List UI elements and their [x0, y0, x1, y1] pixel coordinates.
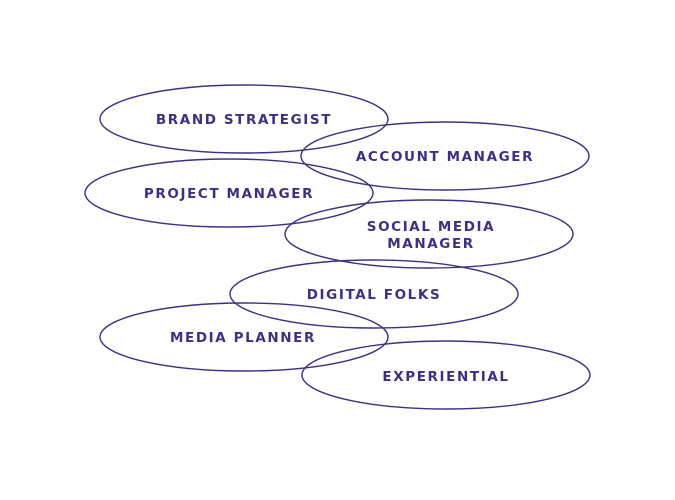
- role-brand-strategist-label-line-1: BRAND STRATEGIST: [156, 112, 332, 128]
- role-media-planner-label-line-1: MEDIA PLANNER: [170, 330, 316, 346]
- role-social-media-manager-label-line-1: SOCIAL MEDIA: [367, 219, 495, 235]
- role-social-media-manager-label-line-2: MANAGER: [387, 236, 475, 252]
- role-digital-folks-label-line-1: DIGITAL FOLKS: [307, 287, 442, 303]
- role-digital-folks: DIGITAL FOLKS: [229, 259, 519, 329]
- role-project-manager-ellipse: [84, 158, 374, 228]
- role-brand-strategist-ellipse: [99, 84, 389, 154]
- role-experiential-ellipse: [301, 340, 591, 410]
- role-experiential-label-line-1: EXPERIENTIAL: [382, 369, 509, 385]
- role-project-manager-label-line-1: PROJECT MANAGER: [144, 186, 314, 202]
- role-experiential: EXPERIENTIAL: [301, 340, 591, 410]
- role-project-manager: PROJECT MANAGER: [84, 158, 374, 228]
- role-social-media-manager: SOCIAL MEDIA MANAGER: [284, 199, 574, 269]
- role-media-planner: MEDIA PLANNER: [99, 302, 389, 372]
- role-brand-strategist: BRAND STRATEGIST: [99, 84, 389, 154]
- role-account-manager: ACCOUNT MANAGER: [300, 121, 590, 191]
- role-digital-folks-ellipse: [229, 259, 519, 329]
- role-account-manager-label-line-1: ACCOUNT MANAGER: [356, 149, 534, 165]
- role-account-manager-ellipse: [300, 121, 590, 191]
- role-social-media-manager-ellipse: [284, 199, 574, 269]
- role-media-planner-ellipse: [99, 302, 389, 372]
